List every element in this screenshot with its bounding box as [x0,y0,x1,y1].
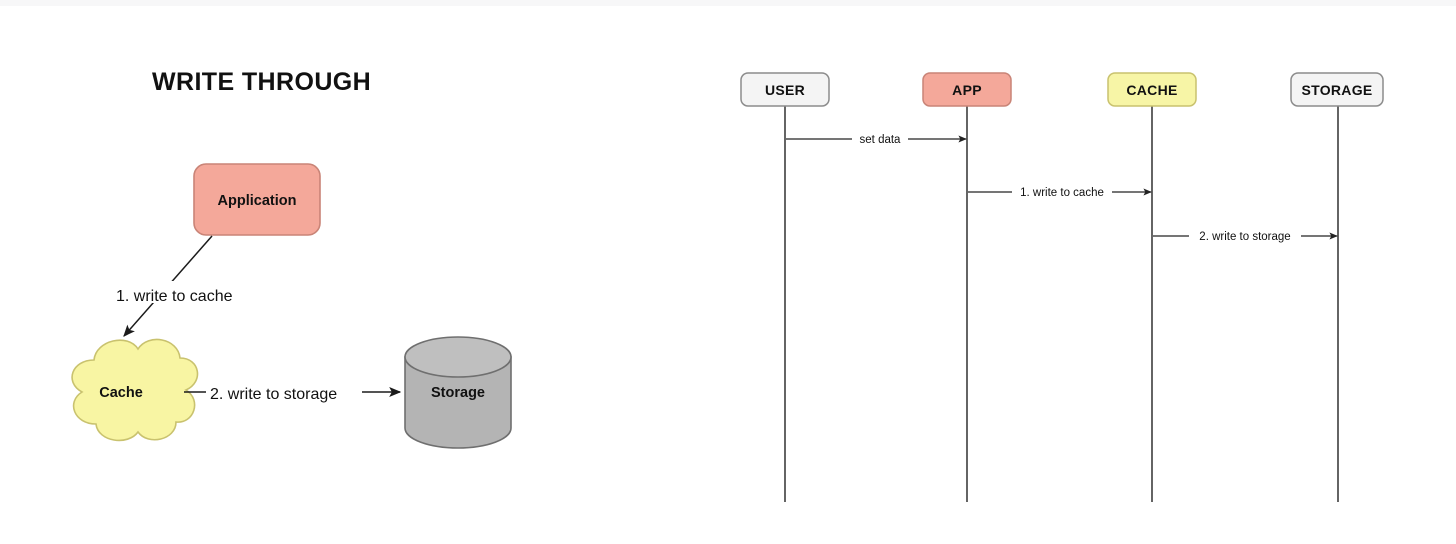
storage-cylinder-body[interactable] [404,356,512,449]
user-label: USER [765,82,805,98]
storage-label: Storage [431,385,485,401]
cache-label: CACHE [1126,82,1177,98]
write-to-storage-label: 2. write to storage [1199,231,1290,243]
lane-header-app[interactable]: APP [922,72,1012,107]
edge-label-backdrop [112,281,250,303]
cache-to-storage-label: 2. write to storage [210,386,337,403]
edge-label-backdrop [206,381,362,403]
node-application[interactable]: Application [193,163,321,236]
application-box[interactable] [193,163,321,236]
cache-box[interactable] [1107,72,1197,107]
message-write-to-storage: 2. write to storage [1153,226,1338,244]
page-title: WRITE THROUGH [152,68,371,96]
msg-label-backdrop [852,129,908,147]
msg-label-backdrop [1012,182,1112,200]
node-storage[interactable]: Storage [404,336,512,449]
app-to-cache-label: 1. write to cache [116,288,233,305]
write-to-cache-label: 1. write to cache [1020,187,1104,199]
lane-header-cache[interactable]: CACHE [1107,72,1197,107]
application-label: Application [218,193,297,209]
message-set-data: set data [786,129,967,147]
storage-cylinder-top [404,336,512,378]
app-label: APP [952,82,982,98]
storage-label: STORAGE [1301,82,1372,98]
set-data-label: set data [860,134,902,146]
top-band [0,0,1456,6]
msg-label-backdrop [1189,226,1301,244]
lane-header-storage[interactable]: STORAGE [1290,72,1384,107]
left-flow-diagram: WRITE THROUGH Application 1. write to ca… [71,68,512,449]
app-box[interactable] [922,72,1012,107]
cache-label: Cache [99,385,143,401]
lane-header-user[interactable]: USER [740,72,830,107]
storage-box[interactable] [1290,72,1384,107]
user-box[interactable] [740,72,830,107]
sequence-diagram: USER APP CACHE STORAGE set data 1. write [740,72,1384,502]
message-write-to-cache: 1. write to cache [968,182,1152,200]
node-cache[interactable]: Cache [71,338,199,442]
edge-cache-to-storage: 2. write to storage [184,381,402,403]
cache-cloud[interactable] [71,338,199,442]
edge-app-to-cache: 1. write to cache [112,235,250,337]
